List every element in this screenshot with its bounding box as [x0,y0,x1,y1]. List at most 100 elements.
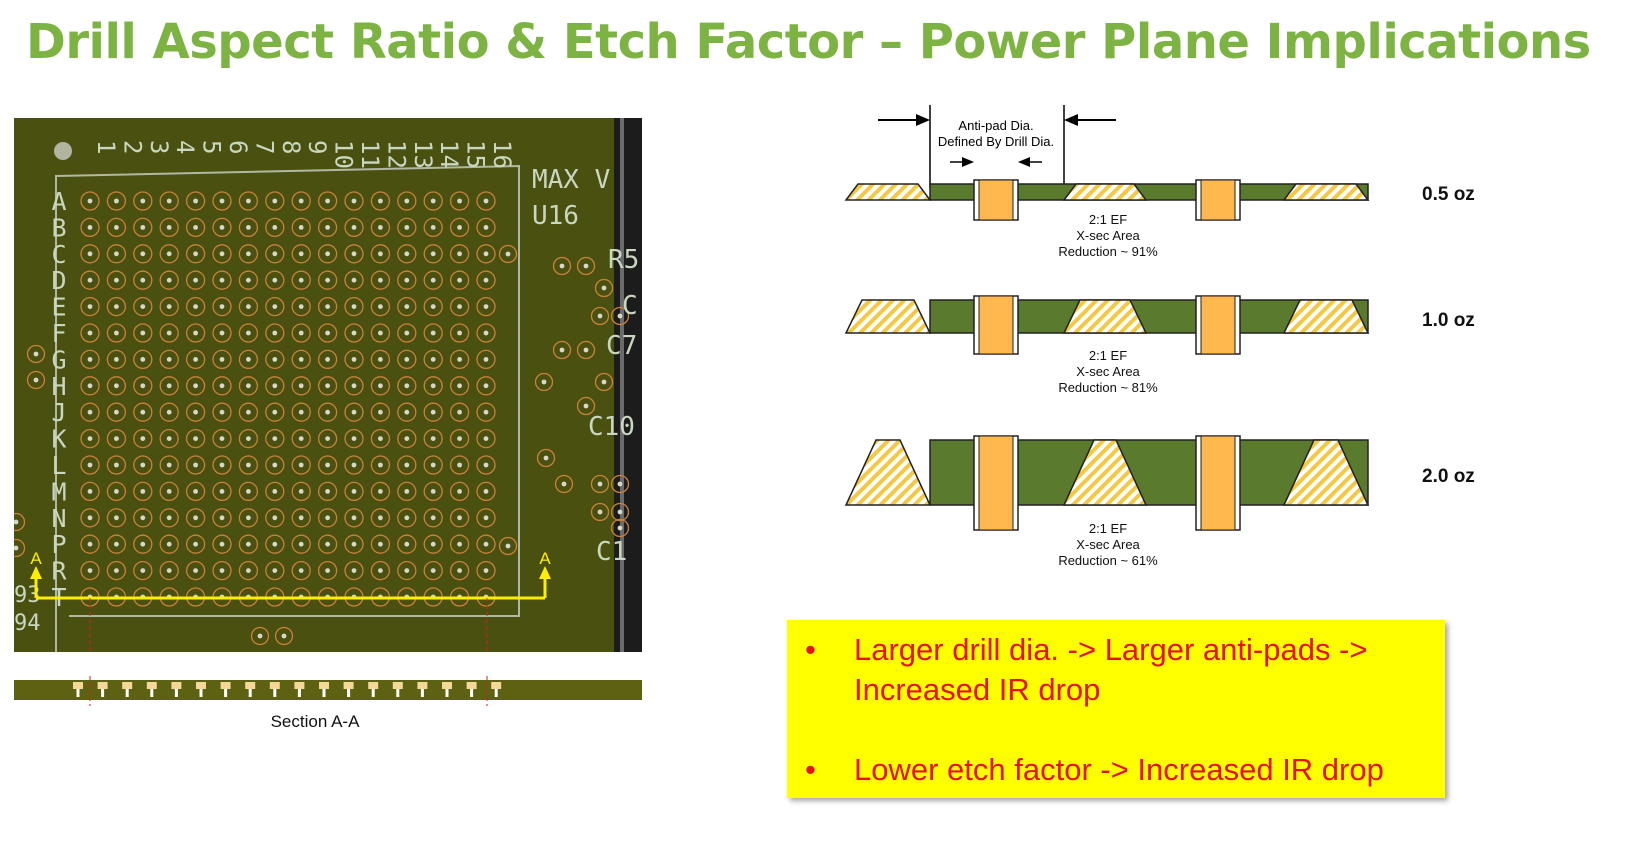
bga-ball [106,191,127,211]
bga-ball [370,376,391,396]
bga-ball [291,270,311,290]
bga-ball [449,428,470,449]
bga-ball [238,191,259,211]
bga-ball [133,560,153,581]
column-label: 2 [118,140,146,154]
bga-ball [397,217,417,238]
xsec-annotation: X-sec Area [1076,364,1140,379]
bga-ball [449,376,470,396]
bga-ball [159,244,179,264]
bga-ball [80,191,100,211]
bga-ball [106,296,127,317]
bga-ball [423,402,443,422]
bga-ball [238,349,259,370]
bga-ball [133,296,153,317]
via-fill [1200,179,1236,221]
bga-ball [80,508,100,528]
bga-ball [344,349,364,370]
bga-ball [265,376,285,396]
row-label: L [51,451,66,480]
column-label: 1 [92,140,120,154]
pin1-marker [54,142,72,160]
bga-ball [238,560,259,581]
row-label: N [51,504,66,533]
anti-pad [844,299,932,334]
bga-ball [238,455,259,475]
bga-ball [106,270,127,290]
bga-ball [291,455,311,475]
antipad-label-line2: Defined By Drill Dia. [938,134,1054,149]
bga-ball [370,428,391,449]
row-label: F [51,319,66,348]
row-label: A [51,187,66,216]
bga-ball [265,349,285,370]
takeaway-callout: • Larger drill dia. -> Larger anti-pads … [787,620,1445,798]
bga-ball [185,560,206,581]
anti-pad [1282,439,1370,506]
bga-ball [344,508,364,528]
bga-ball [344,428,364,449]
bga-ball [449,560,470,581]
bga-ball [423,534,443,554]
drill-arrow-left [962,157,974,167]
bga-ball [106,217,127,238]
bga-ball [265,217,285,238]
bga-ball [159,296,179,317]
bga-ball [80,402,100,422]
stray-via [14,512,26,532]
bga-ball [370,349,391,370]
bga-ball [370,455,391,475]
bga-ball [397,323,417,343]
bga-ball [238,508,259,528]
bga-ball [212,270,232,290]
section-ball [319,682,329,697]
bga-ball [423,349,443,370]
bga-ball [185,428,206,449]
bga-ball [476,217,496,238]
stray-via [26,370,46,390]
xsec-annotation: 2:1 EF [1089,521,1127,536]
stray-via [26,344,46,364]
bga-ball [133,323,153,343]
section-ball [220,682,231,697]
row-label: K [51,425,66,454]
bga-ball [397,296,417,317]
bga-ball [423,191,443,211]
bga-ball [212,323,232,343]
section-ball [73,682,83,697]
section-ball [343,682,354,697]
bga-ball [185,481,206,502]
bga-ball [370,560,391,581]
section-ball [196,682,206,697]
bga-ball [449,402,470,422]
bga-ball [265,323,285,343]
bga-ball [449,270,470,290]
column-label: 3 [145,140,173,154]
bga-ball [423,323,443,343]
bga-ball [159,508,179,528]
bga-ball [317,323,338,343]
bga-ball [133,270,153,290]
column-label: 11 [356,140,384,169]
section-ball [171,682,182,697]
bga-ball [212,244,232,264]
bga-ball [159,402,179,422]
bga-ball [423,560,443,581]
bga-ball [370,244,391,264]
bga-ball [185,323,206,343]
stray-via [576,256,596,276]
bga-ball [370,270,391,290]
bga-ball [397,455,417,475]
bga-ball [423,508,443,528]
column-label: 9 [303,140,331,154]
column-label: 10 [330,140,358,169]
bga-ball [238,428,259,449]
anti-pad [1062,299,1148,334]
bga-ball [291,481,311,502]
bga-ball [80,349,100,370]
column-label: 4 [171,140,199,154]
bga-ball [449,296,470,317]
via-fill [978,295,1014,355]
bga-ball [80,217,100,238]
